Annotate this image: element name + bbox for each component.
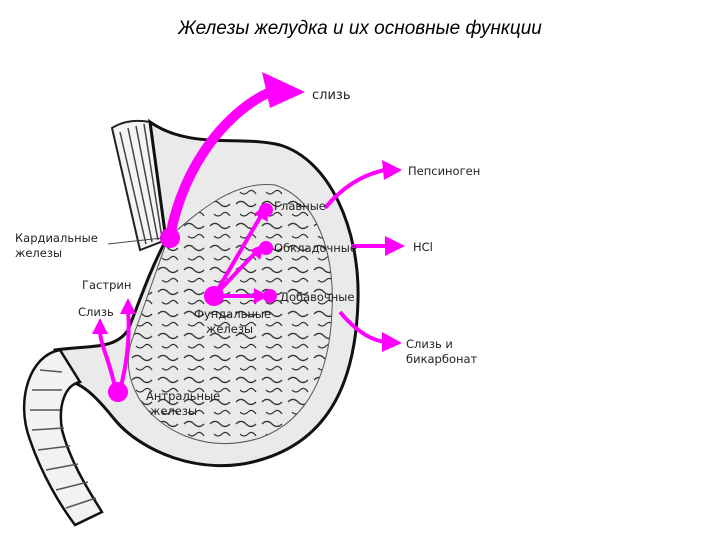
label-gastrin: Гастрин — [82, 278, 131, 292]
gland-dots — [108, 203, 277, 402]
fundic-gland-dot — [204, 286, 224, 306]
label-cardiac-2: железы — [15, 246, 62, 260]
label-parietal: Обкладочные — [274, 241, 357, 255]
label-hcl: HCl — [413, 240, 433, 254]
label-cardiac-1: Кардиальные — [15, 231, 98, 245]
label-accessory: Добавочные — [280, 290, 354, 304]
label-antral-1: Антральные — [146, 389, 220, 403]
chief-cell-dot — [259, 203, 273, 217]
label-pepsinogen: Пепсиноген — [408, 164, 480, 178]
label-antral-2: железы — [150, 404, 197, 418]
cardiac-gland-dot — [160, 228, 180, 248]
label-chief: Главные — [274, 199, 326, 213]
label-mucus-bicarbonate-1: Слизь и — [406, 337, 453, 351]
label-fundic-2: железы — [206, 322, 253, 336]
parietal-cell-dot — [259, 241, 273, 255]
label-mucus-top: слизь — [312, 88, 350, 103]
label-fundic-1: Фундальные — [194, 307, 271, 321]
label-mucus-bicarbonate-2: бикарбонат — [406, 352, 478, 366]
duodenum — [22, 348, 104, 527]
page-title: Железы желудка и их основные функции — [178, 18, 542, 39]
accessory-cell-dot — [263, 289, 277, 303]
label-mucus-left: Слизь — [78, 305, 114, 319]
antral-gland-dot — [108, 382, 128, 402]
